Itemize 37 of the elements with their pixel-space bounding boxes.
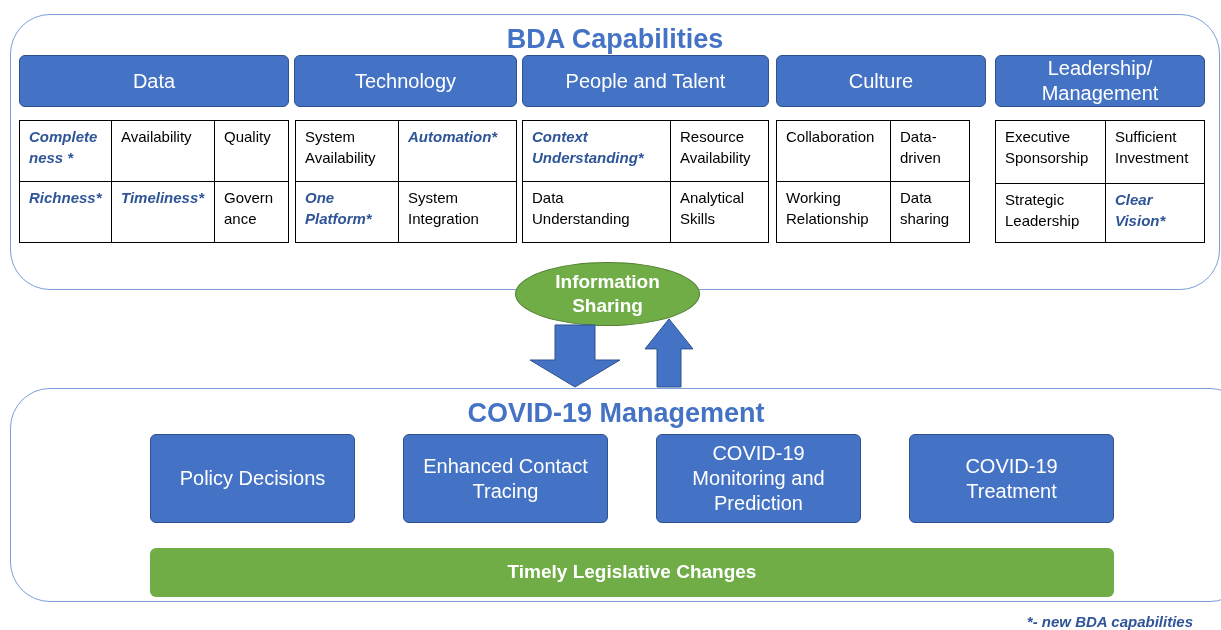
category-header: Leadership/ Management (995, 55, 1205, 107)
banner-bar: Timely Legislative Changes (150, 548, 1114, 597)
group-panel (10, 14, 1220, 290)
category-header: Culture (776, 55, 986, 107)
table-cell: System Integration (398, 181, 517, 243)
action-box: Policy Decisions (150, 434, 355, 523)
category-header: Data (19, 55, 289, 107)
table-cell: Analytical Skills (670, 181, 769, 243)
action-box: Enhanced Contact Tracing (403, 434, 608, 523)
table-cell: Resource Availability (670, 120, 769, 182)
category-header: Technology (294, 55, 517, 107)
table-cell: Data sharing (890, 181, 970, 243)
action-box: COVID-19 Monitoring and Prediction (656, 434, 861, 523)
footnote: *- new BDA capabilities (1026, 612, 1193, 630)
panel-title: COVID-19 Management (467, 397, 765, 430)
table-cell: Collaboration (776, 120, 891, 182)
table-cell: Data Understanding (522, 181, 671, 243)
table-cell: One Platform* (295, 181, 399, 243)
action-box: COVID-19 Treatment (909, 434, 1114, 523)
table-cell: Context Understanding* (522, 120, 671, 182)
category-header: People and Talent (522, 55, 769, 107)
table-cell: Richness* (19, 181, 112, 243)
table-cell: Executive Sponsorship (995, 120, 1106, 184)
table-cell: Working Relationship (776, 181, 891, 243)
block-arrow (529, 324, 621, 388)
table-cell: Automation* (398, 120, 517, 182)
table-cell: Quality (214, 120, 289, 182)
table-cell: Complete ness * (19, 120, 112, 182)
table-cell: Sufficient Investment (1105, 120, 1205, 184)
panel-title: BDA Capabilities (506, 23, 724, 56)
block-arrow (644, 318, 694, 388)
table-cell: Govern ance (214, 181, 289, 243)
table-cell: System Availability (295, 120, 399, 182)
table-cell: Clear Vision* (1105, 183, 1205, 243)
group-panel (10, 388, 1221, 602)
table-cell: Strategic Leadership (995, 183, 1106, 243)
table-cell: Data-driven (890, 120, 970, 182)
